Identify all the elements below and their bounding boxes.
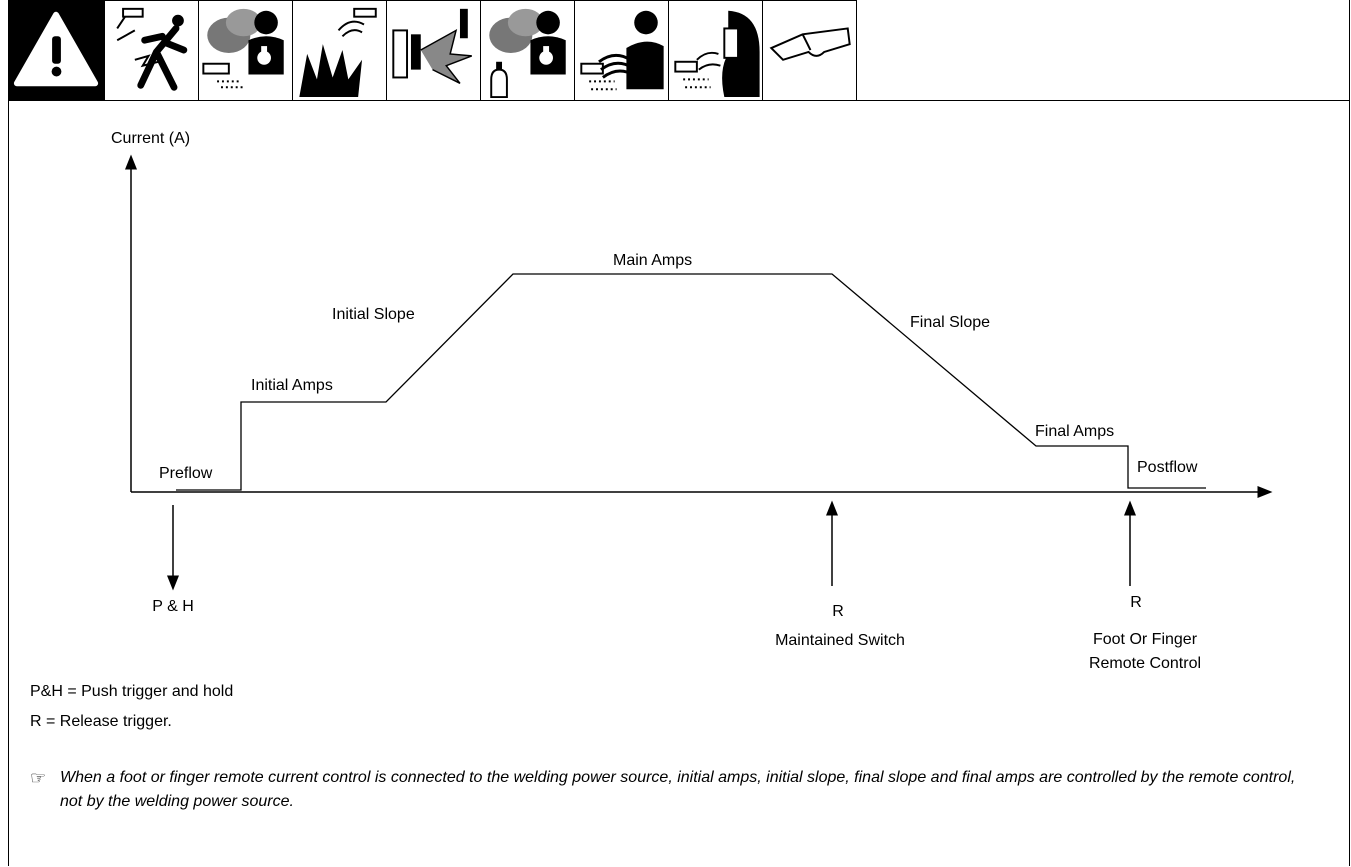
note-text: When a foot or finger remote current con… [60, 769, 1296, 810]
fumes-cylinder-icon [481, 0, 575, 101]
explosion-sparks-icon [293, 0, 387, 101]
fumes-gases-icon [199, 0, 293, 101]
legend-release: R = Release trigger. [30, 713, 172, 730]
pointing-hand-icon: ☞ [30, 768, 47, 788]
postflow-label: Postflow [1137, 459, 1198, 476]
cylinder-explosion-icon [387, 0, 481, 101]
caution-exclamation-icon [8, 0, 105, 101]
release-label-2: R [1130, 594, 1142, 611]
safety-icon-strip [8, 0, 857, 101]
initial-amps-label: Initial Amps [251, 377, 333, 394]
remote-control-caption-line2: Remote Control [1089, 655, 1201, 672]
strip-divider [8, 100, 1350, 101]
maintained-switch-caption: Maintained Switch [775, 632, 905, 649]
y-axis-label: Current (A) [111, 130, 190, 147]
welding-helmet-icon [669, 0, 763, 101]
push-hold-label: P & H [152, 598, 194, 615]
current-sequence-diagram: Current (A) Preflow Initial Amps Initial… [111, 130, 1273, 672]
preflow-label: Preflow [159, 465, 213, 482]
electric-shock-icon [105, 0, 199, 101]
final-slope-label: Final Slope [910, 314, 990, 331]
release-label-1: R [832, 603, 844, 620]
current-profile-line [176, 273, 1206, 491]
main-amps-label: Main Amps [613, 252, 692, 269]
final-amps-label: Final Amps [1035, 423, 1114, 440]
remote-control-caption-line1: Foot Or Finger [1093, 631, 1198, 648]
page-frame [8, 0, 1350, 866]
legend-push-hold: P&H = Push trigger and hold [30, 683, 234, 700]
remote-control-note: ☞ When a foot or finger remote current c… [30, 766, 1310, 814]
safety-glasses-icon [763, 0, 857, 101]
initial-slope-label: Initial Slope [332, 306, 415, 323]
